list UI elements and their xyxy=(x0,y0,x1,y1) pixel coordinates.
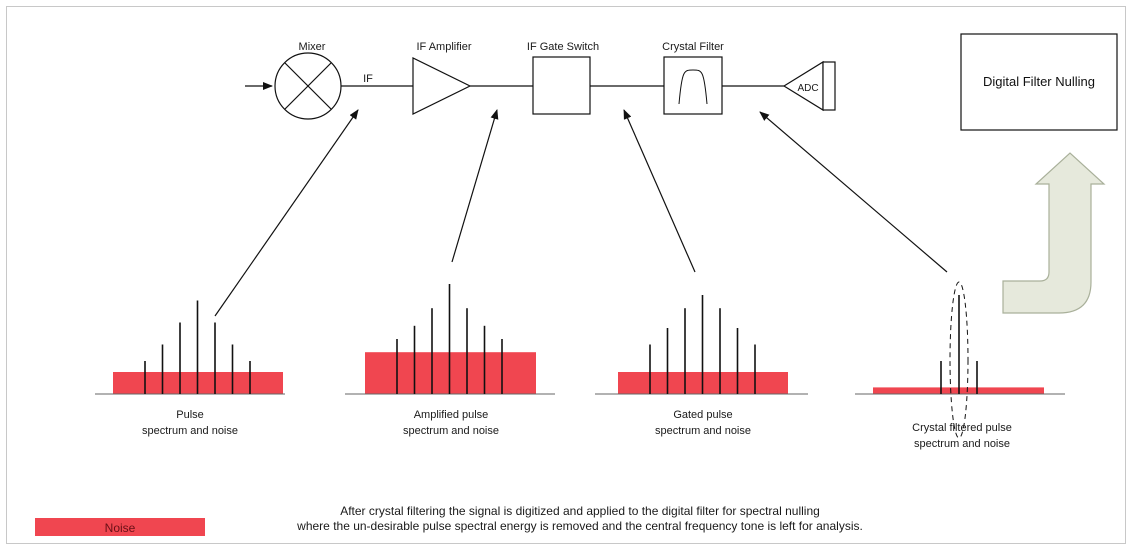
noise-block xyxy=(365,352,536,394)
digital-filter-nulling-label: Digital Filter Nulling xyxy=(983,74,1095,89)
filter-response-icon xyxy=(678,69,708,105)
amplified-pulse-spectrum xyxy=(345,284,555,395)
mixer-label: Mixer xyxy=(299,41,326,53)
if-gate-switch-symbol xyxy=(532,56,591,115)
caption-line2: where the un-desirable pulse spectral en… xyxy=(296,519,863,533)
amplified-caption-line1: Amplified pulse xyxy=(414,409,489,421)
crystal-filter-symbol xyxy=(663,56,723,115)
if-amplifier-label: IF Amplifier xyxy=(416,41,471,53)
crystal-caption-line1: Crystal filtered pulse xyxy=(912,422,1012,434)
noise-legend-swatch xyxy=(35,518,205,536)
diagram-frame xyxy=(6,6,1126,544)
adc-label: ADC xyxy=(797,83,818,94)
caption-line1: After crystal filtering the signal is di… xyxy=(340,504,820,518)
curved-up-arrow-icon xyxy=(1002,152,1106,314)
arrow-pulse xyxy=(214,109,359,317)
crystal-caption-line2: spectrum and noise xyxy=(914,438,1010,450)
if-gate-switch-label: IF Gate Switch xyxy=(527,41,599,53)
gated-caption-line2: spectrum and noise xyxy=(655,425,751,437)
gated-pulse-spectrum xyxy=(595,295,808,395)
noise-legend-label: Noise xyxy=(105,521,136,535)
arrow-crystal xyxy=(759,111,948,273)
if-amplifier-symbol xyxy=(412,57,472,115)
pulse-spectrum xyxy=(95,300,285,395)
arrow-amplified xyxy=(451,109,499,263)
crystal-filtered-spectrum xyxy=(855,295,1065,395)
if-label: IF xyxy=(363,73,373,85)
crystal-filter-label: Crystal Filter xyxy=(662,41,724,53)
filtered-tone-highlight xyxy=(949,281,969,439)
arrow-gated xyxy=(623,109,696,273)
pointer-arrows xyxy=(214,109,948,317)
amplified-caption-line2: spectrum and noise xyxy=(403,425,499,437)
gated-caption-line1: Gated pulse xyxy=(673,409,732,421)
pulse-caption-line2: spectrum and noise xyxy=(142,425,238,437)
signal-chain xyxy=(245,52,836,120)
digital-filter-nulling-box xyxy=(960,33,1118,131)
pulse-caption-line1: Pulse xyxy=(176,409,204,421)
adc-symbol xyxy=(782,60,836,112)
mixer-symbol xyxy=(274,52,342,120)
